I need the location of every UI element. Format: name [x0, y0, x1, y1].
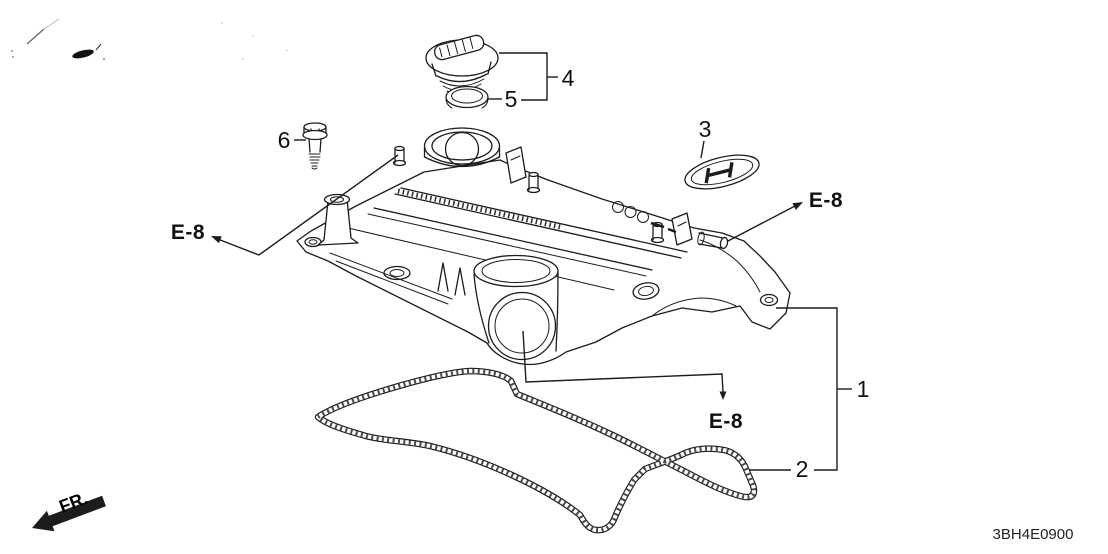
filler-cap-seal-drawing — [445, 85, 489, 109]
ref-label-e8-left[interactable]: E-8 — [171, 221, 205, 244]
stud-bolt-left — [392, 145, 407, 167]
pencil-marks — [11, 18, 288, 60]
callout-2[interactable]: 2 — [796, 456, 809, 482]
callout-1[interactable]: 1 — [857, 376, 870, 402]
diagram-code: 3BH4E0900 — [993, 526, 1074, 543]
stud-bolt-middle — [526, 171, 541, 194]
callout-3[interactable]: 3 — [699, 116, 712, 142]
pcv-port — [697, 231, 729, 250]
oil-filler-cap-drawing — [425, 34, 499, 95]
ref-label-e8-right[interactable]: E-8 — [809, 189, 843, 212]
callout-5[interactable]: 5 — [505, 86, 518, 112]
cylinder-head-cover-drawing — [296, 127, 791, 366]
head-cover-gasket-drawing — [314, 367, 758, 534]
flange-bolt-drawing — [302, 122, 328, 170]
ref-label-e8-bottom[interactable]: E-8 — [709, 410, 743, 433]
callout-leaders — [211, 52, 852, 471]
fr-direction-arrow: FR. — [32, 488, 106, 532]
h-emblem-drawing — [684, 154, 760, 190]
callout-4[interactable]: 4 — [562, 65, 575, 91]
callout-6[interactable]: 6 — [278, 127, 291, 153]
